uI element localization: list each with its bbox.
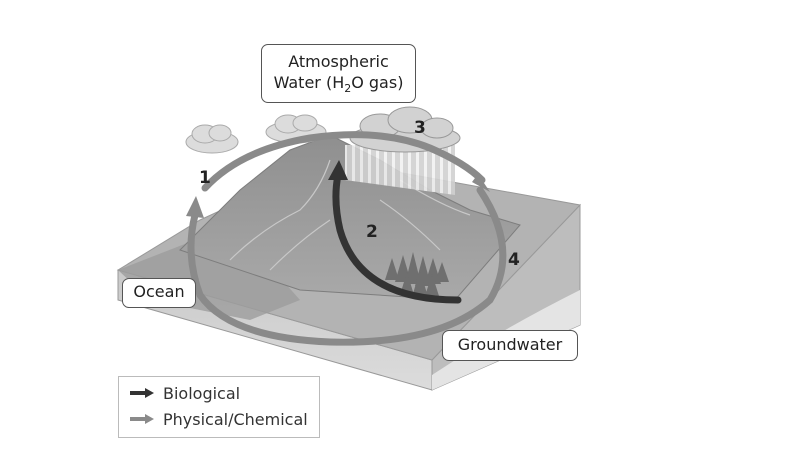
step-4-label: 4 [508, 250, 520, 270]
legend-label-biological: Biological [163, 383, 241, 403]
stream [379, 199, 441, 251]
atm-subscript: 2 [344, 82, 352, 96]
atmospheric-line2: Water (H2O gas) [262, 72, 415, 99]
legend-label-physical: Physical/Chemical [163, 409, 308, 429]
cloud-left [185, 124, 239, 154]
arrowhead-2 [328, 160, 348, 180]
atmospheric-water-label: Atmospheric Water (H2O gas) [261, 44, 416, 103]
ocean-label: Ocean [122, 278, 196, 308]
step-3-label: 3 [414, 118, 426, 138]
stream [229, 159, 331, 261]
groundwater-label: Groundwater [442, 330, 578, 361]
legend-item-physical: Physical/Chemical [129, 408, 308, 430]
gray-arrow-icon [130, 414, 154, 424]
legend: Biological Physical/Chemical [118, 376, 320, 438]
rain [345, 145, 455, 195]
physical-cycle-arrow [187, 131, 507, 346]
legend-item-biological: Biological [129, 382, 240, 404]
stream [269, 219, 331, 271]
atm-line2-post: O gas) [351, 73, 404, 92]
step-1-label: 1 [199, 168, 211, 188]
arrowhead-3 [472, 174, 490, 192]
biological-cycle-arrow [332, 171, 462, 304]
dark-arrow-icon [130, 388, 154, 398]
atm-line2-pre: Water (H [273, 73, 345, 92]
cloud-right [349, 106, 461, 153]
atmospheric-line1: Atmospheric [288, 52, 389, 71]
forest [385, 252, 449, 297]
step-2-label: 2 [366, 222, 378, 242]
arrowhead-1 [186, 196, 204, 218]
